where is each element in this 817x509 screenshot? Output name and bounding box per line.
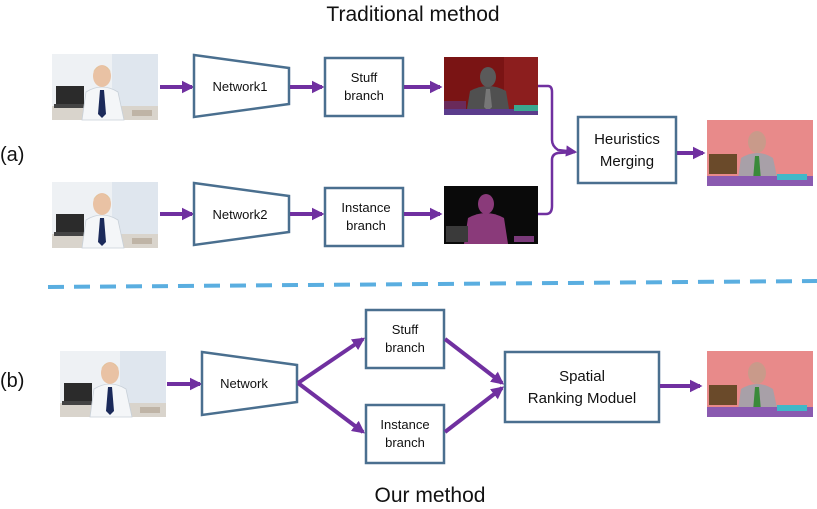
connector-stuff-to-merge: [538, 84, 578, 157]
row-label-b: (b): [0, 370, 24, 392]
network1-label: Network1: [213, 79, 268, 94]
network1-block: Network1: [192, 53, 291, 119]
arrow-network-to-instance: [296, 381, 366, 434]
network-label: Network: [220, 376, 268, 391]
network-block: Network: [200, 350, 299, 417]
stuff-branch-box-b: Stuff branch: [364, 308, 446, 370]
network2-label: Network2: [213, 207, 268, 222]
merging-label-line2: Merging: [600, 153, 654, 170]
arrow-instance-to-ranking: [443, 386, 505, 434]
stuff-segmentation-icon: [444, 57, 538, 115]
panoptic-result-icon-b: [707, 351, 813, 417]
instance-branch-label-line2: branch: [346, 218, 386, 233]
instance-branch-label-line1: Instance: [341, 200, 390, 215]
input-photo-icon-bottom: [51, 181, 159, 249]
stuff-branch-b-line2: branch: [385, 340, 425, 355]
arrow-stuff-to-ranking: [443, 337, 505, 385]
our-method-title: Our method: [375, 484, 486, 507]
instance-branch-b-line2: branch: [385, 435, 425, 450]
stuff-branch-b-line1: Stuff: [392, 322, 419, 337]
panoptic-result-icon-a: [707, 120, 813, 186]
instance-branch-box-b: Instance branch: [364, 403, 446, 465]
ranking-label-line2: Ranking Moduel: [528, 390, 636, 407]
input-photo-icon-top: [51, 53, 159, 121]
stuff-branch-label-line1: Stuff: [351, 70, 378, 85]
instance-segmentation-icon: [444, 186, 538, 244]
connector-instance-to-merge: [538, 150, 576, 216]
input-photo-icon-ours: [59, 350, 167, 418]
spatial-ranking-module-box: Spatial Ranking Moduel: [503, 350, 661, 424]
arrow-network-to-stuff: [296, 337, 366, 385]
instance-branch-b-line1: Instance: [380, 417, 429, 432]
network2-block: Network2: [192, 181, 291, 247]
stuff-branch-label-line2: branch: [344, 88, 384, 103]
section-divider: [47, 279, 817, 289]
ranking-label-line1: Spatial: [559, 368, 605, 385]
heuristics-merging-box: Heuristics Merging: [576, 115, 678, 185]
row-label-a: (a): [0, 144, 24, 166]
instance-branch-box-a: Instance branch: [323, 186, 405, 248]
stuff-branch-box-a: Stuff branch: [323, 56, 405, 118]
merging-label-line1: Heuristics: [594, 131, 660, 148]
traditional-method-title: Traditional method: [326, 3, 499, 26]
